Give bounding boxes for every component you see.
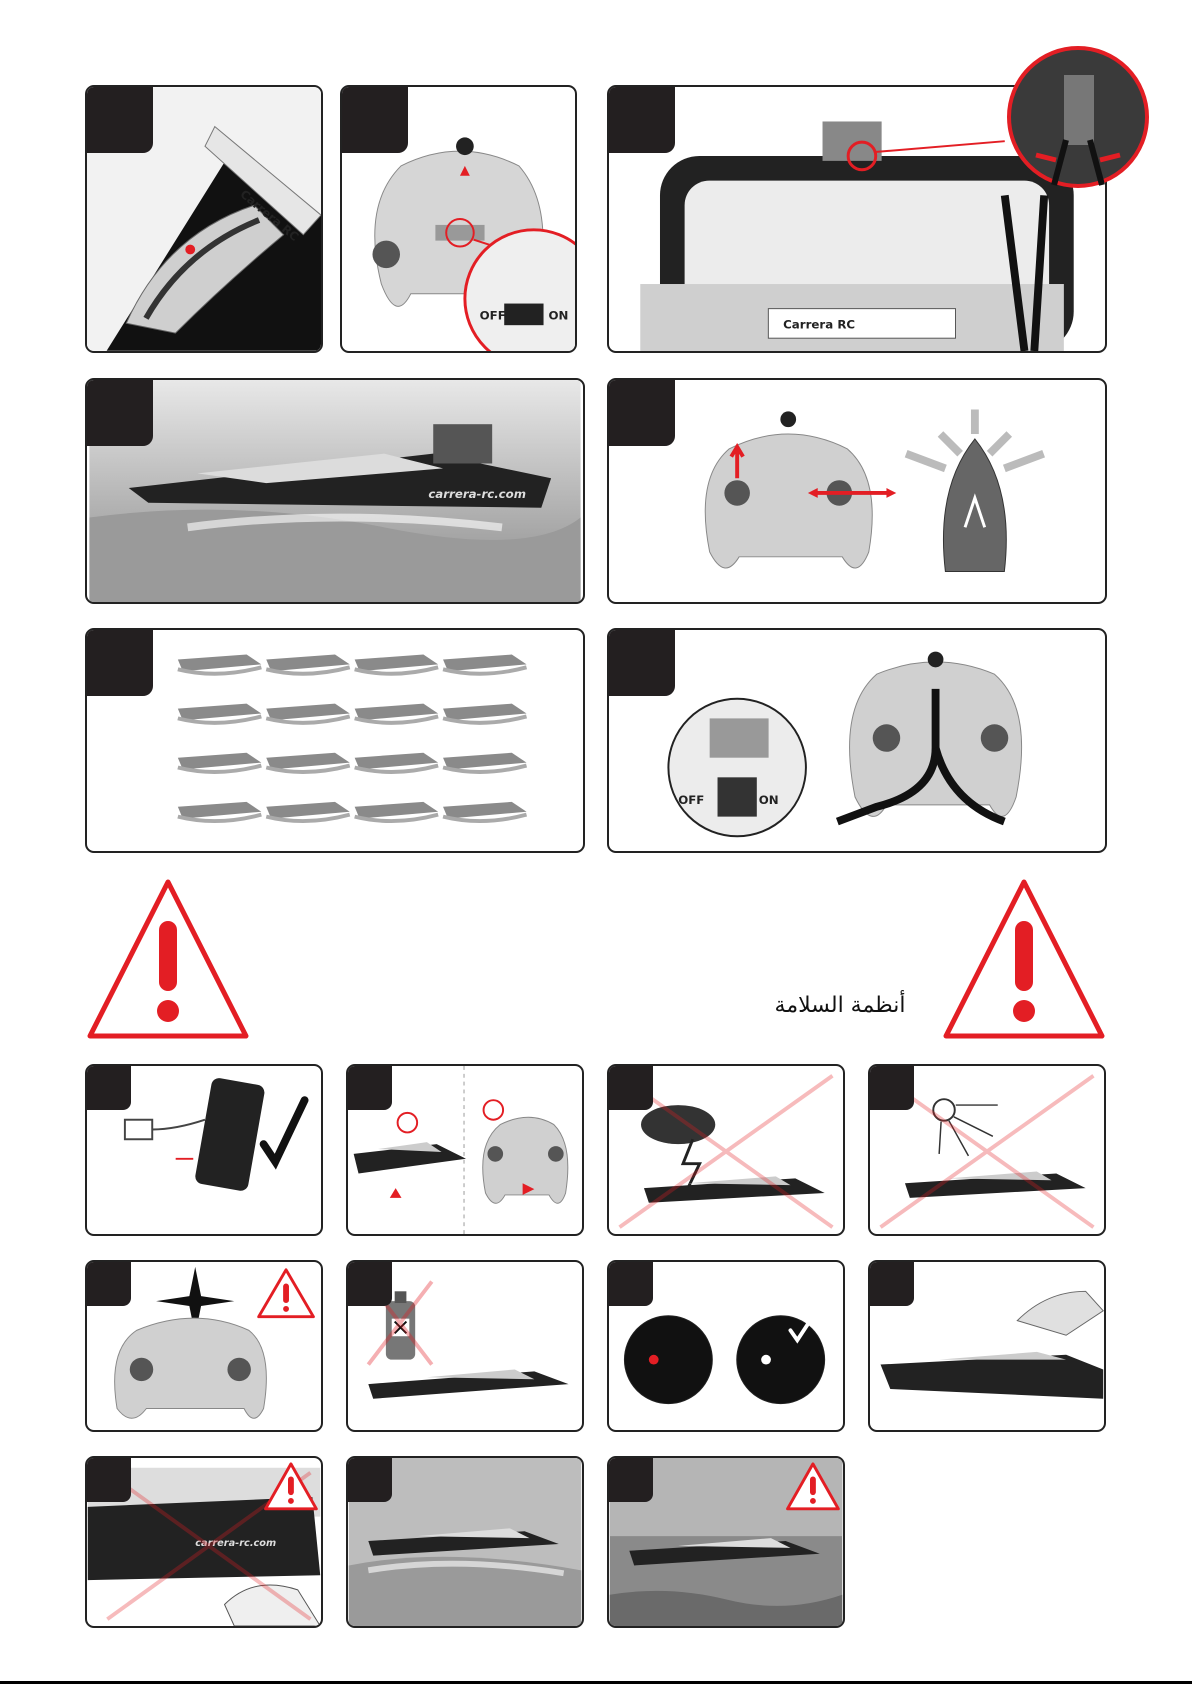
safety-panel-no-sun — [868, 1064, 1106, 1236]
step-tab — [609, 1262, 653, 1306]
website-text: carrera-rc.com — [428, 487, 526, 501]
panel-remote-steering — [607, 378, 1107, 604]
safety-panel-charger — [85, 1064, 323, 1236]
safety-panel-switch-order — [346, 1064, 584, 1236]
step-tab — [609, 1458, 653, 1502]
step-tab — [87, 380, 153, 446]
step-tab — [609, 380, 675, 446]
step-tab — [348, 1458, 392, 1502]
marker-dot — [185, 245, 195, 255]
step-tab — [342, 87, 408, 153]
switch-off-label-2: OFF — [678, 793, 704, 807]
step-tab — [87, 1066, 131, 1110]
step-tab — [870, 1262, 914, 1306]
step-tab — [870, 1066, 914, 1110]
step-tab — [348, 1262, 392, 1306]
safety-panel-remote-antenna — [85, 1260, 323, 1432]
panel-boat-top-open: Carrera RC — [85, 85, 323, 353]
safety-panel-boat-waves — [346, 1456, 584, 1628]
step-tab — [87, 1458, 131, 1502]
boat-fleet-illustration — [87, 630, 583, 851]
safety-title: أنظمة السلامة — [760, 993, 920, 1025]
checkmark-icon — [264, 1100, 305, 1162]
panel-remote-switch: OFF ON — [340, 85, 577, 353]
safety-panel-hand-on-boat — [868, 1260, 1106, 1432]
lanyard-illustration: OFF ON — [609, 630, 1105, 851]
led-red-icon — [649, 1355, 659, 1365]
warning-triangle-icon — [940, 876, 1108, 1042]
safety-panel-led-indicator — [607, 1260, 845, 1432]
safety-panel-no-chemicals — [346, 1260, 584, 1432]
panel-boat-fleet — [85, 628, 585, 853]
switch-on-label: ON — [548, 308, 568, 322]
step-tab — [609, 1066, 653, 1110]
step-tab — [87, 1262, 131, 1306]
switch-on-label-2: ON — [759, 793, 779, 807]
warning-triangle-icon — [84, 876, 252, 1042]
panel-boat-speeding: carrera-rc.com — [85, 378, 585, 604]
zoom-circle-propeller — [1006, 45, 1150, 189]
logo-text-2: Carrera RC — [783, 317, 855, 331]
steering-illustration — [609, 380, 1105, 602]
safety-panel-shallow-water — [607, 1456, 845, 1628]
step-tab — [609, 630, 675, 696]
charger-icon — [125, 1120, 152, 1140]
battery-icon — [194, 1077, 266, 1192]
step-tab — [87, 87, 153, 153]
panel-remote-lanyard: OFF ON — [607, 628, 1107, 853]
step-tab — [348, 1066, 392, 1110]
boat-speeding-illustration: carrera-rc.com — [87, 380, 583, 602]
led-white-icon — [761, 1355, 771, 1365]
switch-off-label: OFF — [480, 308, 506, 322]
step-tab — [609, 87, 675, 153]
safety-panel-no-propeller-touch: carrera-rc.com — [85, 1456, 323, 1628]
page-bottom-rule — [0, 1681, 1192, 1684]
step-tab — [87, 630, 153, 696]
safety-panel-no-thunderstorm — [607, 1064, 845, 1236]
